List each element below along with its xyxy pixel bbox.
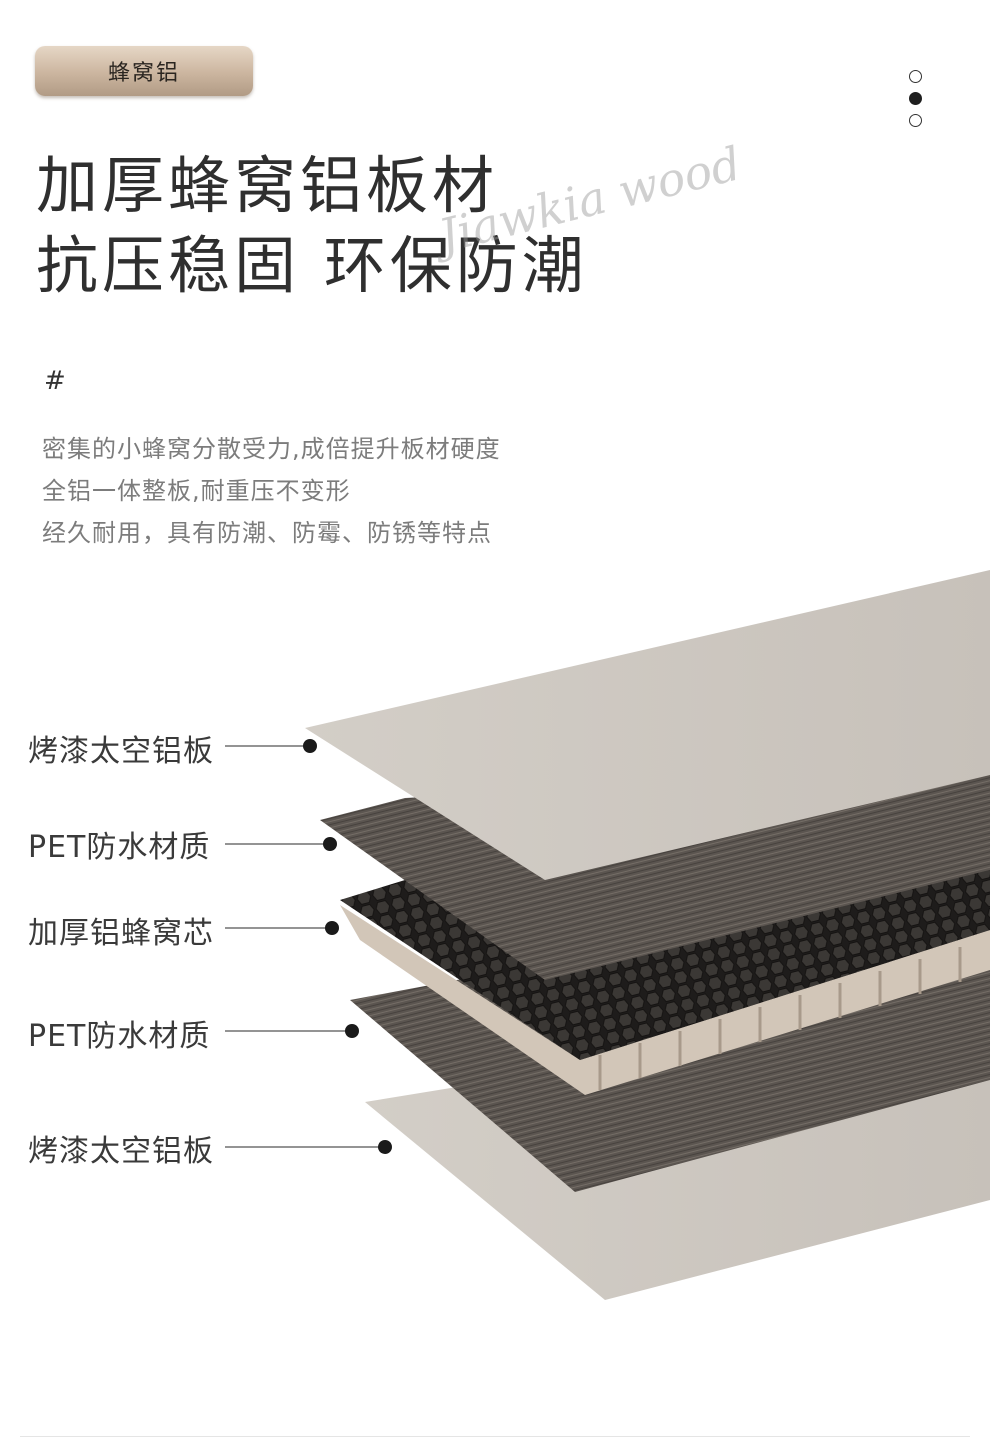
page-title: 加厚蜂窝铝板材 抗压稳固 环保防潮	[36, 146, 588, 306]
layer-label-3: 加厚铝蜂窝芯	[28, 916, 214, 951]
layer-label-2: PET防水材质	[28, 830, 211, 865]
title-line-1: 加厚蜂窝铝板材	[36, 149, 499, 222]
marker-dot-2	[323, 837, 337, 851]
page-dot-2[interactable]	[908, 92, 922, 105]
description-line-3: 经久耐用，具有防潮、防霉、防锈等特点	[42, 519, 492, 547]
bottom-divider	[20, 1436, 970, 1437]
page-dot-3[interactable]	[908, 114, 922, 127]
description-line-2: 全铝一体整板,耐重压不变形	[42, 477, 351, 505]
page-indicator[interactable]	[905, 70, 925, 136]
title-line-2: 抗压稳固 环保防潮	[36, 229, 588, 302]
description: 密集的小蜂窝分散受力,成倍提升板材硬度 全铝一体整板,耐重压不变形 经久耐用，具…	[42, 428, 501, 554]
page-dot-1[interactable]	[908, 70, 922, 83]
marker-dot-4	[345, 1024, 359, 1038]
honeycomb-ribs	[598, 947, 962, 1090]
marker-dot-5	[378, 1140, 392, 1154]
layer-label-4: PET防水材质	[28, 1019, 211, 1054]
marker-dot-1	[303, 739, 317, 753]
marker-dot-3	[325, 921, 339, 935]
layer-honeycomb-edge	[340, 905, 990, 1095]
layer-label-1: 烤漆太空铝板	[28, 734, 214, 769]
layer-top-panel	[305, 570, 990, 880]
description-line-1: 密集的小蜂窝分散受力,成倍提升板材硬度	[42, 435, 501, 463]
hash-mark: #	[44, 366, 66, 396]
layer-label-5: 烤漆太空铝板	[28, 1134, 214, 1169]
category-badge: 蜂窝铝	[35, 46, 253, 96]
